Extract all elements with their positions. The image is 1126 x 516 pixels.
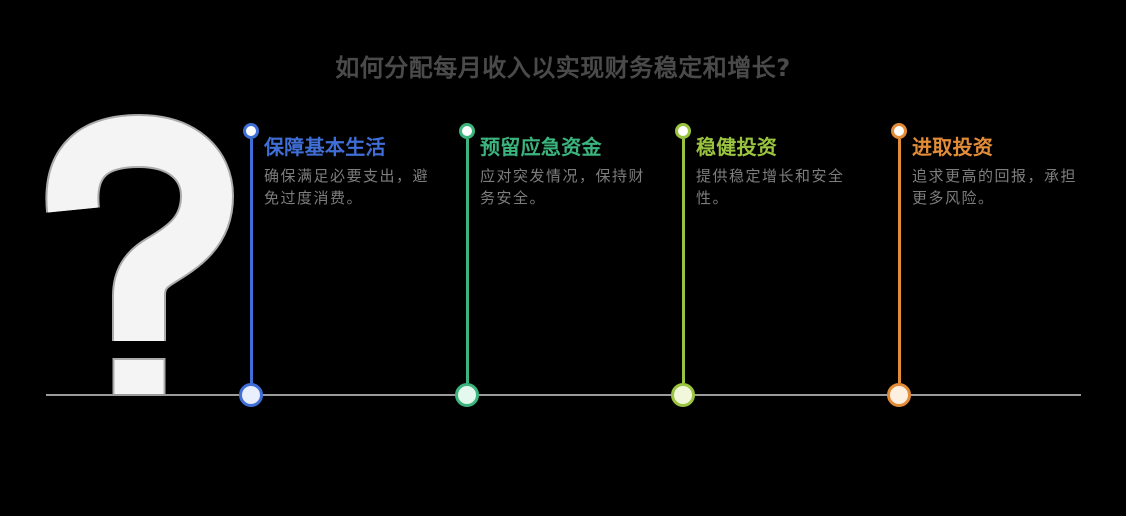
column-connector-line [465, 139, 469, 383]
column-bottom-dot-icon [455, 383, 479, 407]
column-description: 确保满足必要支出，避 免过度消费。 [264, 167, 430, 207]
page-title: 如何分配每月收入以实现财务稳定和增长? [335, 54, 791, 82]
column-connector-line [249, 139, 253, 383]
timeline-baseline [46, 394, 1081, 396]
column-connector-line [897, 139, 901, 383]
column-bottom-dot-icon [887, 383, 911, 407]
column-heading: 稳健投资 [696, 135, 778, 159]
column-description: 追求更高的回报，承担 更多风险。 [912, 167, 1078, 207]
column-bottom-dot-icon [671, 383, 695, 407]
column-bottom-dot-icon [239, 383, 263, 407]
column-heading: 预留应急资金 [480, 135, 602, 159]
column-top-ring-icon [459, 123, 475, 139]
column-description: 应对突发情况，保持财 务安全。 [480, 167, 646, 207]
column-top-ring-icon [243, 123, 259, 139]
column-top-ring-icon [675, 123, 691, 139]
column-description: 提供稳定增长和安全 性。 [696, 167, 845, 207]
column-connector-line [681, 139, 685, 383]
column-heading: 保障基本生活 [264, 135, 386, 159]
column-top-ring-icon [891, 123, 907, 139]
column-heading: 进取投资 [912, 135, 994, 159]
question-mark-icon [45, 113, 235, 396]
